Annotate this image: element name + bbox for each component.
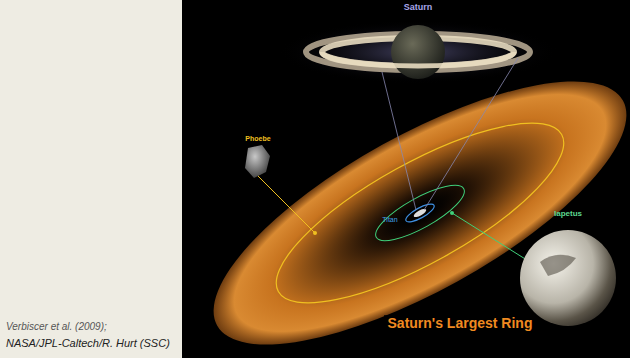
moon-label: Phoebe <box>245 135 270 143</box>
moon-label: Iapetus <box>554 210 582 219</box>
moon-label: Titan <box>382 216 397 224</box>
credit-note: NASA/JPL-Caltech/R. Hurt (SSC) <box>6 337 170 349</box>
ring-title: Saturn's Largest Ring <box>384 315 537 332</box>
planet-label: Saturn <box>404 3 433 13</box>
credit-note: Verbiscer et al. (2009); <box>6 321 107 332</box>
